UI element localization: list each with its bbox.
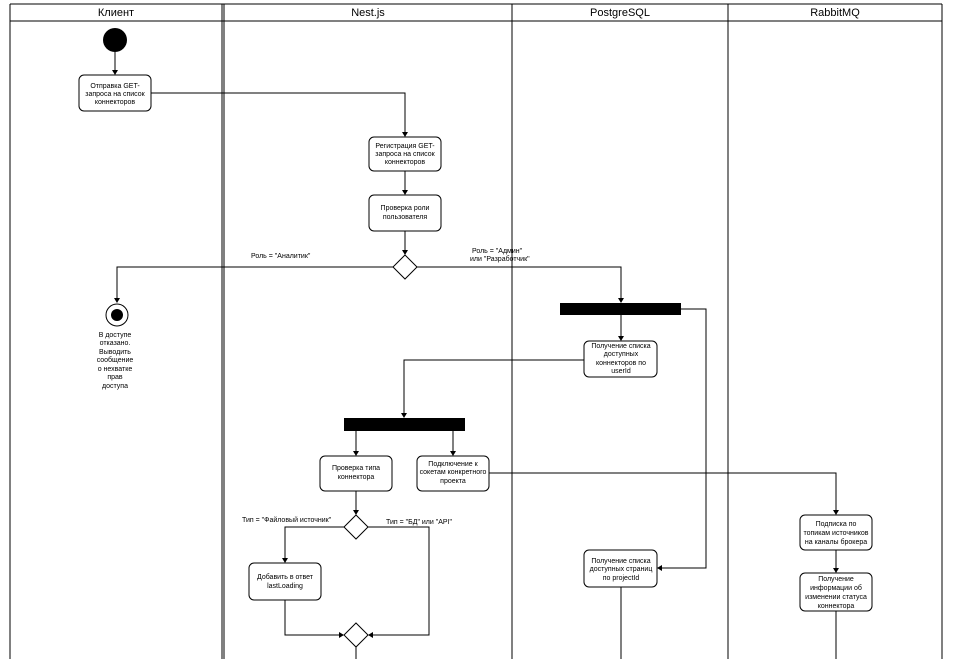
guard-type-file: Тип = "Файловый источник"	[242, 516, 332, 524]
action-connect-sockets-line-2: сокетам конкретного	[420, 469, 487, 476]
access-denied-line-7: доступа	[102, 383, 128, 390]
action-add-last-loading: Добавить в ответ lastLoading	[248, 562, 322, 601]
access-denied-line-5: о нехватке	[98, 366, 133, 373]
action-status-info-line-2: информации об	[810, 584, 862, 592]
action-status-info-line-4: коннектора	[818, 603, 855, 610]
action-send-get: Отправка GET- запроса на список коннекто…	[78, 74, 152, 112]
action-get-pages-line-1: Получение списка	[591, 558, 650, 565]
action-add-last-loading-line-1: Добавить в ответ	[257, 573, 314, 581]
action-subscribe-line-3: на каналы брокера	[805, 538, 867, 546]
action-connect-sockets: Подключение к сокетам конкретного проект…	[416, 455, 490, 492]
lane-header-rabbit: RabbitMQ	[810, 7, 860, 19]
decision-role	[392, 254, 418, 280]
action-get-connectors-line-4: userId	[611, 368, 631, 375]
guard-role-admin-line-2: или "Разработчик"	[470, 255, 530, 263]
access-denied-line-3: Выводить	[99, 349, 131, 356]
action-check-type-line-2: коннектора	[338, 474, 375, 481]
lane-header-nest: Nest.js	[351, 7, 385, 19]
initial-node	[103, 28, 127, 52]
action-status-info-line-1: Получение	[818, 576, 854, 583]
lane-header-postgres: PostgreSQL	[590, 7, 650, 19]
action-register-get-line-3: коннекторов	[385, 159, 426, 166]
action-send-get-line-3: коннекторов	[95, 99, 136, 106]
action-send-get-line-2: запроса на список	[85, 91, 145, 98]
action-check-type: Проверка типа коннектора	[319, 455, 393, 492]
action-register-get-line-1: Регистрация GET-	[375, 143, 435, 150]
action-get-connectors-line-1: Получение списка	[591, 343, 650, 350]
action-connect-sockets-line-1: Подключение к	[428, 461, 478, 468]
action-connect-sockets-line-3: проекта	[440, 478, 466, 485]
flow-connectors	[114, 92, 839, 659]
action-status-info-line-3: изменении статуса	[805, 594, 867, 601]
action-register-get-line-2: запроса на список	[375, 151, 435, 158]
final-node-denied	[105, 303, 129, 327]
access-denied-line-1: В доступе	[99, 332, 132, 339]
action-register-get: Регистрация GET- запроса на список конне…	[368, 136, 442, 172]
action-get-connectors-line-2: доступных	[604, 351, 639, 358]
access-denied-line-4: сообщение	[97, 356, 134, 364]
action-check-role-line-2: пользователя	[383, 214, 428, 221]
guard-type-db: Тип = "БД" или "API"	[386, 519, 453, 526]
access-denied-message: В доступе отказано. Выводить сообщение о…	[97, 332, 134, 390]
action-send-get-line-1: Отправка GET-	[90, 83, 140, 90]
access-denied-line-2: отказано.	[100, 340, 131, 347]
lane-header-client: Клиент	[98, 7, 134, 19]
decision-type	[343, 514, 369, 540]
action-get-connectors-line-3: коннекторов по	[596, 360, 646, 367]
action-subscribe: Подписка по топикам источников на каналы…	[799, 514, 873, 551]
access-denied-line-6: прав	[107, 374, 123, 381]
fork-bar-2	[344, 418, 465, 431]
action-status-info: Получение информации об изменении статус…	[799, 572, 873, 612]
swimlane-frame	[9, 3, 943, 659]
action-subscribe-line-1: Подписка по	[816, 521, 857, 528]
fork-bar-1	[560, 303, 681, 315]
action-check-role: Проверка роли пользователя	[368, 194, 442, 232]
action-check-role-line-1: Проверка роли	[381, 205, 430, 212]
action-get-pages-line-3: по projectId	[603, 575, 640, 582]
action-get-pages-line-2: доступных страниц	[590, 566, 653, 573]
action-check-type-line-1: Проверка типа	[332, 465, 380, 472]
action-subscribe-line-2: топикам источников	[803, 530, 868, 537]
guard-role-admin-line-1: Роль = "Админ"	[472, 248, 523, 255]
merge-node	[343, 622, 369, 648]
action-add-last-loading-line-2: lastLoading	[267, 583, 303, 590]
action-get-pages: Получение списка доступных страниц по pr…	[583, 549, 658, 588]
guard-role-analyst: Роль = "Аналитик"	[251, 253, 311, 260]
action-get-connectors: Получение списка доступных коннекторов п…	[583, 340, 658, 378]
